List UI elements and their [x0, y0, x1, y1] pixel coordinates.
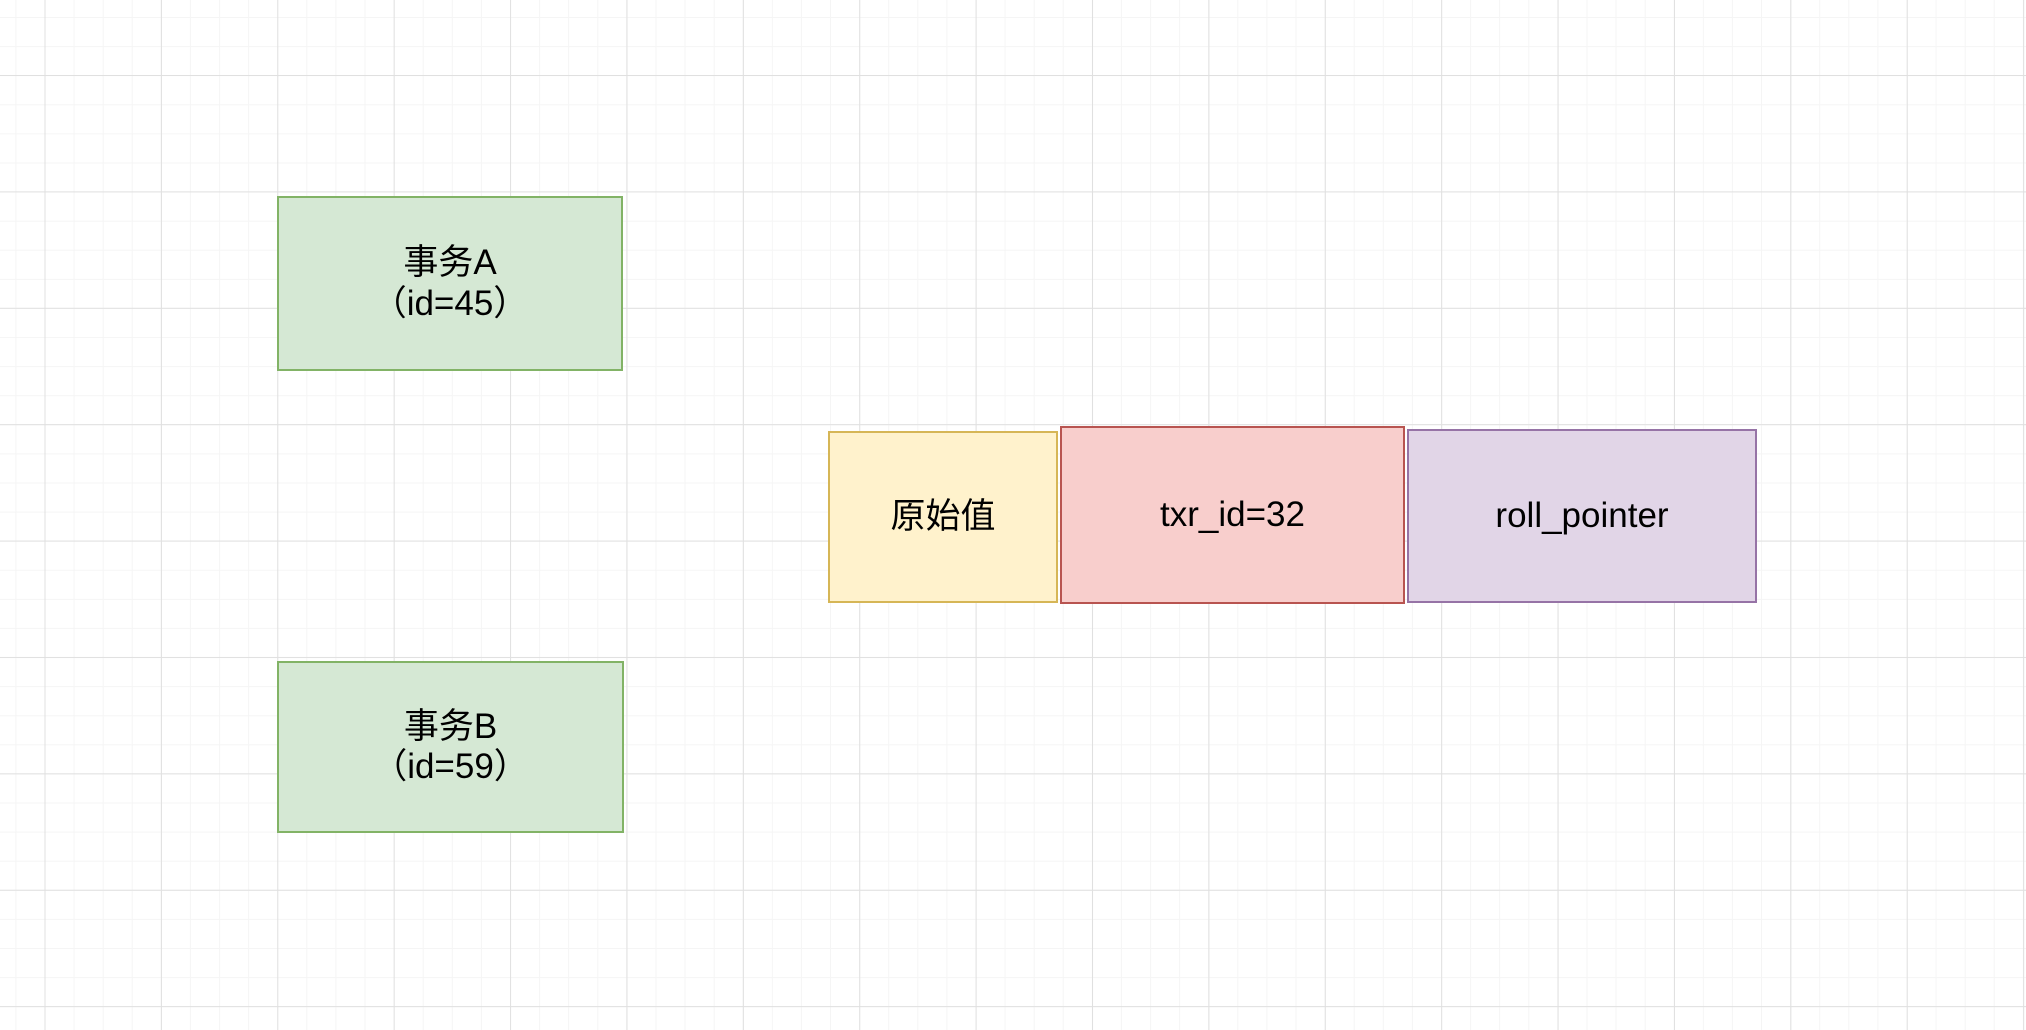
node-label-line2: （id=45）: [371, 283, 529, 323]
node-label-line1: txr_id=32: [1160, 494, 1305, 534]
node-transaction-a-label: 事务A （id=45）: [372, 243, 529, 324]
node-roll-pointer-label: roll_pointer: [1495, 496, 1668, 536]
node-label-line1: roll_pointer: [1495, 495, 1669, 535]
node-label-line1: 事务A: [403, 243, 497, 283]
node-label-line1: 原始值: [890, 496, 996, 536]
node-label-line1: 事务B: [403, 706, 498, 746]
node-roll-pointer[interactable]: roll_pointer: [1407, 429, 1757, 603]
node-transaction-a[interactable]: 事务A （id=45）: [277, 196, 623, 371]
node-transaction-b[interactable]: 事务B （id=59）: [277, 661, 624, 833]
node-original-value-label: 原始值: [890, 497, 995, 537]
node-trx-id[interactable]: txr_id=32: [1060, 426, 1405, 604]
node-label-line2: （id=59）: [372, 747, 529, 786]
node-transaction-b-label: 事务B （id=59）: [372, 707, 529, 788]
node-original-value[interactable]: 原始值: [828, 431, 1058, 603]
node-trx-id-label: txr_id=32: [1160, 495, 1305, 535]
